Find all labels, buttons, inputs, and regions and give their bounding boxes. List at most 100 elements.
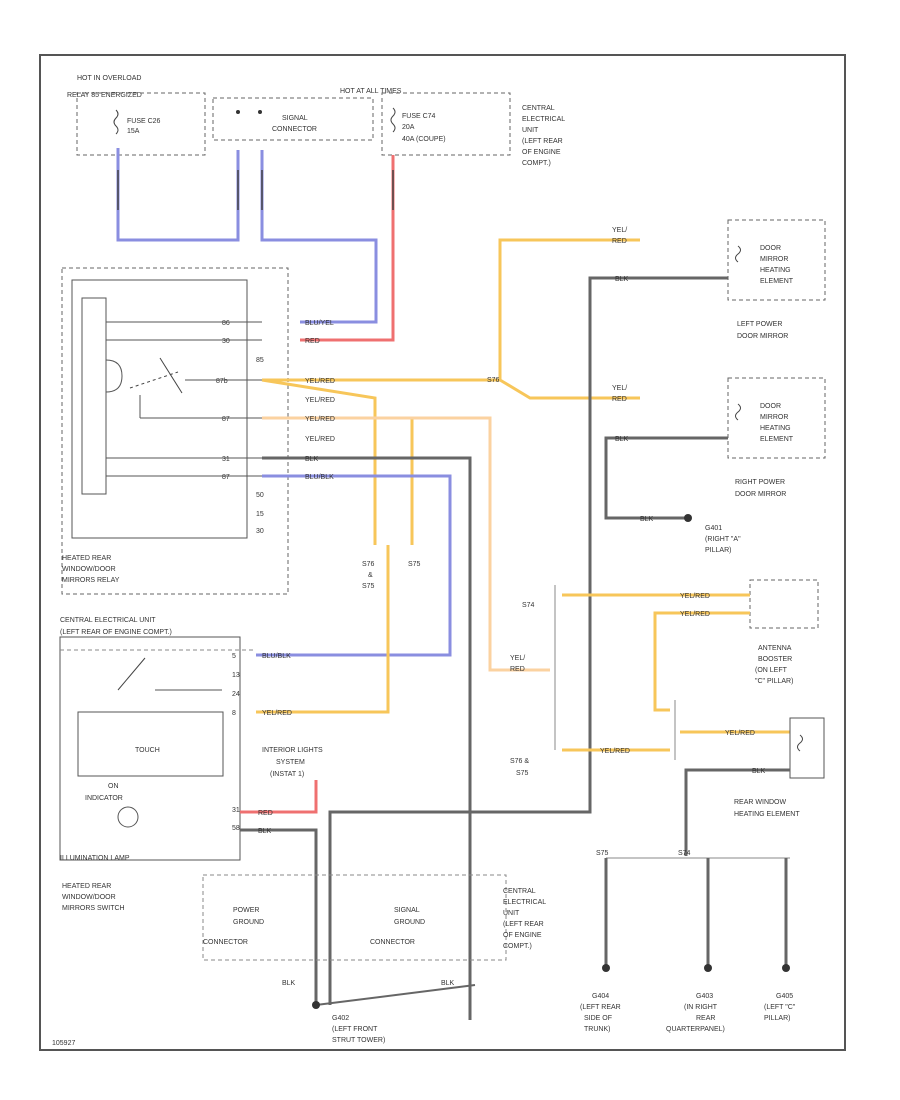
svg-text:YEL/RED: YEL/RED [305,378,335,385]
indicator-label: INDICATOR [85,795,123,802]
on-label: ON [108,783,119,790]
svg-text:87: 87 [222,474,230,481]
diagram-id: 105927 [52,1040,75,1047]
svg-text:(LEFT REAR: (LEFT REAR [503,921,544,928]
switch-label-1: HEATED REAR [62,883,111,890]
switch-label-2: WINDOW/DOOR [62,894,116,901]
g402-label-1: G402 [332,1015,349,1022]
svg-text:CENTRAL ELECTRICAL UNIT: CENTRAL ELECTRICAL UNIT [60,617,156,624]
top-fuse-block: HOT IN OVERLOAD RELAY 85 ENERGIZED HOT A… [67,75,565,167]
power-ground-2: GROUND [233,919,264,926]
svg-text:58: 58 [232,825,240,832]
svg-text:YEL/RED: YEL/RED [305,397,335,404]
yel-red-split-2: RED [510,666,525,673]
svg-text:(IN RIGHT: (IN RIGHT [684,1004,718,1011]
left-mirror-ground-wire [328,276,728,1005]
svg-text:UNIT: UNIT [522,127,539,134]
g402-blk: BLK [282,980,296,987]
ground-drops [604,858,788,968]
diagram-frame [39,54,846,1051]
left-mirror-blk: BLK [615,276,629,283]
splice-s76-s75-3: S75 [362,583,375,590]
left-mirror-wire-yel: YEL/ [612,227,627,234]
signal-ground-1: SIGNAL [394,907,420,914]
ground-connector-block [202,874,507,961]
touch-label: TOUCH [135,747,160,754]
s74-bottom: S74 [678,850,691,857]
ceu-top-label: CENTRAL ELECTRICAL UNIT (LEFT REAR OF EN… [522,105,565,167]
svg-text:QUARTERPANEL): QUARTERPANEL) [666,1026,725,1033]
antenna-wire-2 [653,611,750,712]
svg-text:OF ENGINE: OF ENGINE [503,932,542,939]
svg-text:COMPT.): COMPT.) [503,943,532,950]
interior-wire-red: RED [258,810,273,817]
connector-ceu-label: CENTRAL ELECTRICAL UNIT (LEFT REAR OF EN… [503,888,546,950]
switch-label-3: MIRRORS SWITCH [62,905,125,912]
splice-s76-s75-1: S76 [362,561,375,568]
svg-text:MIRROR: MIRROR [760,414,788,421]
svg-text:PILLAR): PILLAR) [764,1015,790,1022]
svg-text:87b: 87b [216,378,228,385]
svg-text:BLU/YEL: BLU/YEL [305,320,334,327]
svg-text:ELECTRICAL: ELECTRICAL [522,116,565,123]
svg-text:85: 85 [256,357,264,364]
svg-text:30: 30 [222,338,230,345]
ceu-wire-yel-red: YEL/RED [262,710,292,717]
svg-text:"C" PILLAR): "C" PILLAR) [755,678,793,685]
power-ground-1: POWER [233,907,259,914]
rear-window-label-1: REAR WINDOW [734,799,787,806]
svg-text:ELEMENT: ELEMENT [760,436,794,443]
rear-window-element [789,717,825,779]
ceu-wire-blu-blk: BLU/BLK [262,653,291,660]
svg-text:ANTENNA: ANTENNA [758,645,792,652]
svg-text:30: 30 [256,528,264,535]
g401-blk: BLK [640,516,654,523]
signal-ground-2: GROUND [394,919,425,926]
rear-window-ground [684,768,790,856]
relay-label-3: MIRRORS RELAY [62,577,120,584]
right-mirror-title-1: RIGHT POWER [735,479,785,486]
s74-label: S74 [522,602,535,609]
svg-text:YEL/RED: YEL/RED [305,416,335,423]
right-mirror-wire-red: RED [612,396,627,403]
right-mirror: DOOR MIRROR HEATING ELEMENT RIGHT POWER … [727,377,826,498]
svg-text:UNIT: UNIT [503,910,520,917]
left-mirror-title-1: LEFT POWER [737,321,782,328]
interior-lights-3: (INSTAT 1) [270,771,304,778]
svg-text:G404: G404 [592,993,609,1000]
power-ground-3: CONNECTOR [203,939,248,946]
g401-ground-icon [684,514,692,522]
svg-text:15: 15 [256,511,264,518]
g401-label-1: G401 [705,525,722,532]
g401-label-3: PILLAR) [705,547,731,554]
relay-wire-labels: BLU/YEL RED YEL/RED YEL/RED YEL/RED YEL/… [305,320,335,481]
fuse-c74-label: FUSE C74 [402,113,436,120]
g403-ground-icon [704,964,712,972]
fuse-c74-rating: 20A [402,124,415,131]
g402-ground-icon [312,1001,320,1009]
top-wire-ticks [117,170,394,210]
svg-text:(ON LEFT: (ON LEFT [755,667,788,674]
svg-text:13: 13 [232,672,240,679]
s76-s75-b-2: S75 [516,770,529,777]
top-wires [116,148,395,342]
ceu-blk: BLK [441,980,455,987]
relay-pin-labels: 86 30 85 87b 87 31 87 50 15 30 [216,320,264,535]
svg-text:TRUNK): TRUNK) [584,1026,610,1033]
svg-text:RED: RED [305,338,320,345]
g402-label-2: (LEFT FRONT [332,1026,378,1033]
svg-text:YEL/RED: YEL/RED [305,436,335,443]
hot-at-all-times: HOT AT ALL TIMES [340,88,402,95]
s75-bottom-wire-lbl: YEL/RED [600,748,630,755]
rear-window-feed-lbl: YEL/RED [725,730,755,737]
svg-text:BLU/BLK: BLU/BLK [305,474,334,481]
signal-ground-3: CONNECTOR [370,939,415,946]
svg-text:ELEMENT: ELEMENT [760,278,794,285]
antenna-wire-lbl-2: YEL/RED [680,611,710,618]
rear-window-label-2: HEATING ELEMENT [734,811,800,818]
interior-lights-1: INTERIOR LIGHTS [262,747,323,754]
left-mirror-title-2: DOOR MIRROR [737,333,788,340]
svg-text:(LEFT REAR: (LEFT REAR [522,138,563,145]
svg-text:BLK: BLK [305,456,319,463]
